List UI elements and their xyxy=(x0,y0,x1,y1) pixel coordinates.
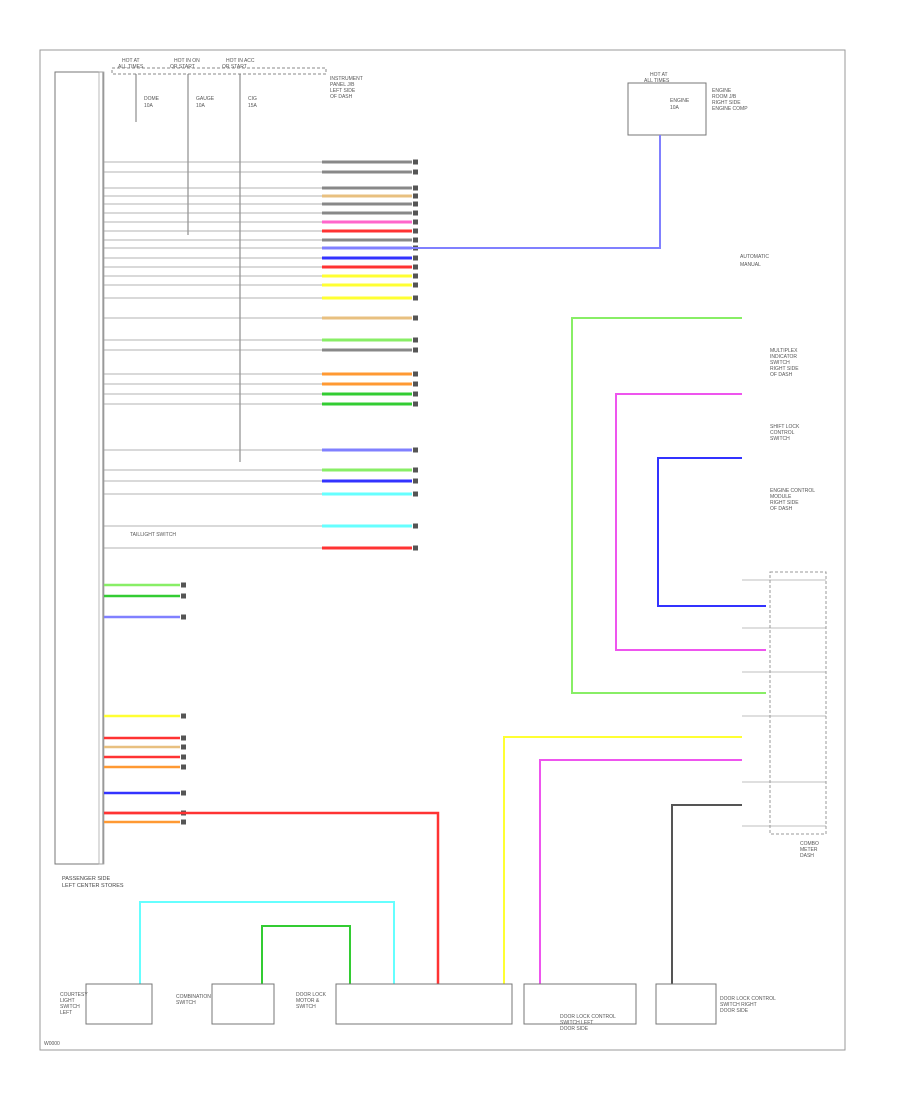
right-component-3-label: ENGINE CONTROL MODULE RIGHT SIDE OF DASH xyxy=(770,488,816,512)
connector-pin xyxy=(413,315,418,321)
connector-pin xyxy=(413,347,418,353)
engine-room-fuse-rating: ENGINE 10A xyxy=(670,98,691,111)
top-block-label: INSTRUMENT PANEL J/B LEFT SIDE OF DASH xyxy=(330,76,364,100)
combo-meter-label: COMBO METER DASH xyxy=(800,841,820,859)
connector-pin xyxy=(413,523,418,529)
wire-run-green xyxy=(571,317,766,694)
connector-pin xyxy=(413,545,418,551)
connector-pin xyxy=(413,264,418,270)
bottom-component-2-label: COMBINATION SWITCH xyxy=(176,994,212,1006)
engine-room-fuse-title: HOT AT ALL TIMES xyxy=(644,72,670,84)
connector-pin xyxy=(413,447,418,453)
connector-pin xyxy=(413,169,418,175)
combo-meter-body xyxy=(769,571,827,835)
right-component-1-label: MULTIPLEX INDICATOR SWITCH RIGHT SIDE OF… xyxy=(770,348,800,378)
connector-pin xyxy=(181,582,186,588)
bottom-component-3 xyxy=(335,983,513,1025)
connector-pin xyxy=(413,295,418,301)
wire-run-black xyxy=(671,804,742,984)
wire-run-red xyxy=(104,811,440,984)
bottom-component-2 xyxy=(211,983,275,1025)
engine-room-fuse: HOT AT ALL TIMES ENGINE 10A ENGINE ROOM … xyxy=(627,72,748,136)
wire-run-magenta-2 xyxy=(539,759,742,984)
wire-run-yellow xyxy=(503,736,742,984)
connector-pin xyxy=(413,228,418,234)
top-fuse-1-title: HOT AT ALL TIMES xyxy=(118,58,144,70)
wire-run-blue xyxy=(657,457,766,607)
connector-pin xyxy=(413,337,418,343)
bottom-component-4-label: DOOR LOCK CONTROL SWITCH LEFT DOOR SIDE xyxy=(560,1014,617,1032)
main-module-pin-strip xyxy=(98,71,105,865)
wire-run-cyan xyxy=(139,901,395,984)
diagram-frame xyxy=(39,49,846,1051)
main-module-body xyxy=(54,71,104,865)
connector-pin xyxy=(413,282,418,288)
engine-room-fuse-label: ENGINE ROOM J/B RIGHT SIDE ENGINE COMP xyxy=(712,88,748,112)
connector-pin xyxy=(413,193,418,199)
bottom-component-3-label: DOOR LOCK MOTOR & SWITCH xyxy=(296,992,327,1010)
bottom-component-5 xyxy=(655,983,717,1025)
top-fuse-2-title: HOT IN ON OR START xyxy=(170,58,201,70)
connector-pin xyxy=(413,159,418,165)
bottom-component-1-label: COURTESY LIGHT SWITCH LEFT xyxy=(60,992,89,1016)
bottom-component-1 xyxy=(85,983,153,1025)
wire-run-green-2 xyxy=(261,925,351,984)
top-fuse-1: HOT AT ALL TIMES DOME 10A xyxy=(118,58,160,122)
bottom-component-5-label: DOOR LOCK CONTROL SWITCH RIGHT DOOR SIDE xyxy=(720,996,777,1014)
footer-code: W0000 xyxy=(44,1041,60,1047)
top-fuse-3: HOT IN ACC OR START CIG 15A xyxy=(222,58,258,462)
connector-pin xyxy=(181,735,186,741)
connector-pin xyxy=(413,255,418,261)
connector-pin xyxy=(413,185,418,191)
connector-pin xyxy=(413,401,418,407)
top-fuse-block-box xyxy=(111,67,327,75)
connector-pin xyxy=(413,478,418,484)
top-fuse-2-rating: GAUGE 10A xyxy=(196,96,215,109)
connector-pin xyxy=(181,713,186,719)
connector-pin xyxy=(413,237,418,243)
connector-pin xyxy=(181,744,186,750)
right-component-2-label: SHIFT LOCK CONTROL SWITCH xyxy=(770,424,801,442)
engine-room-fuse-box xyxy=(627,82,707,136)
connector-pin xyxy=(181,819,186,825)
connector-pin xyxy=(413,381,418,387)
wire-run-magenta xyxy=(615,393,766,651)
top-fuse-block: HOT AT ALL TIMES DOME 10A HOT IN ON OR S… xyxy=(111,58,364,462)
bottom-component-4 xyxy=(523,983,637,1025)
bottom-label: TAILLIGHT SWITCH xyxy=(130,532,176,538)
legend: AUTOMATIC MANUAL xyxy=(740,254,770,268)
connector-pin xyxy=(413,371,418,377)
top-fuse-3-rating: CIG 15A xyxy=(248,96,258,109)
connector-pin xyxy=(181,790,186,796)
main-module-label: PASSENGER SIDE LEFT CENTER STORES xyxy=(62,876,124,889)
connector-pin xyxy=(413,391,418,397)
bottom-component-group: COURTESY LIGHT SWITCH LEFT COMBINATION S… xyxy=(60,532,777,1032)
wire-run-engine xyxy=(322,135,661,249)
right-component-group: MULTIPLEX INDICATOR SWITCH RIGHT SIDE OF… xyxy=(769,348,827,859)
connector-pin xyxy=(181,593,186,599)
connector-pin xyxy=(413,219,418,225)
connector-pin xyxy=(413,201,418,207)
connector-pin xyxy=(413,210,418,216)
top-fuse-1-rating: DOME 10A xyxy=(144,96,160,109)
connector-pin xyxy=(413,467,418,473)
connector-pin xyxy=(413,491,418,497)
connector-pin xyxy=(181,754,186,760)
connector-pin xyxy=(181,764,186,770)
top-fuse-3-title: HOT IN ACC OR START xyxy=(222,58,256,70)
connector-pin xyxy=(181,614,186,620)
wire-group xyxy=(104,135,826,984)
connector-pin xyxy=(413,273,418,279)
top-fuse-2: HOT IN ON OR START GAUGE 10A xyxy=(170,58,215,235)
